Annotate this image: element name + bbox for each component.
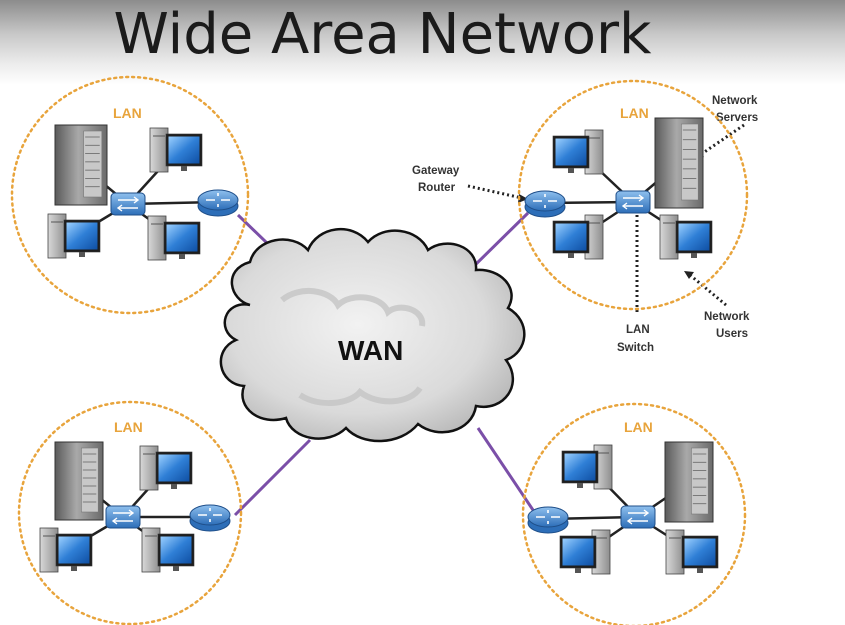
- annotation-network-users-line2: Users: [716, 328, 748, 340]
- annotation-network-servers-line1: Network: [712, 95, 758, 107]
- annotation-network-users-line1: Network: [704, 311, 750, 323]
- pointer-network-servers: [699, 123, 745, 157]
- workstation-icon: [141, 527, 195, 573]
- annotations: Network Servers Gateway Router LAN Switc…: [412, 95, 758, 354]
- annotation-lan-switch-line1: LAN: [626, 324, 650, 336]
- lan-switch-icon: [615, 190, 651, 214]
- annotation-lan-switch-line2: Switch: [617, 342, 654, 354]
- lan-switch-icon: [620, 505, 656, 529]
- server-icon: [54, 124, 108, 206]
- annotation-pointers: [467, 123, 745, 312]
- workstation-icon: [149, 127, 203, 173]
- wan-link-bottom-left: [233, 438, 312, 517]
- wan-cloud: WAN: [219, 228, 526, 443]
- wan-link-bottom-right: [476, 427, 537, 514]
- gateway-router-icon: [197, 189, 239, 217]
- cloud-shading: [298, 386, 423, 407]
- gateway-router-icon: [527, 506, 569, 534]
- lan-boundary: [517, 79, 749, 311]
- lan-groups: LAN LAN LAN LAN: [10, 75, 749, 625]
- gateway-router-icon: [189, 504, 231, 532]
- lan-group: LAN: [521, 402, 747, 625]
- lan-boundary: [521, 402, 747, 625]
- workstation-icon: [47, 213, 101, 259]
- workstation-icon: [665, 529, 719, 575]
- lan-group: LAN: [10, 75, 250, 315]
- gateway-router-icon: [524, 190, 566, 218]
- annotation-network-servers-line2: Servers: [716, 112, 758, 124]
- lan-switch-icon: [105, 505, 141, 529]
- lan-group: LAN: [17, 400, 243, 625]
- cloud-shading: [280, 287, 426, 327]
- arrowhead-gateway: [518, 194, 528, 203]
- workstation-icon: [552, 129, 604, 175]
- server-icon: [664, 441, 714, 523]
- workstation-icon: [552, 214, 604, 260]
- workstation-icon: [659, 214, 713, 260]
- workstation-icon: [139, 445, 193, 491]
- workstation-icon: [559, 529, 611, 575]
- workstation-icon: [147, 215, 201, 261]
- workstation-icon: [561, 444, 613, 490]
- pointer-gateway-router: [467, 184, 523, 200]
- wan-label: WAN: [338, 335, 403, 366]
- lan-group: LAN: [517, 79, 749, 311]
- annotation-gateway-router-line1: Gateway: [412, 165, 460, 177]
- lan-label: LAN: [114, 419, 143, 435]
- server-icon: [654, 117, 704, 209]
- lan-boundary: [17, 400, 243, 625]
- annotation-gateway-router-line2: Router: [418, 182, 456, 194]
- lan-boundary: [10, 75, 250, 315]
- lan-switch-icon: [110, 192, 146, 216]
- slide-title: Wide Area Network: [113, 2, 652, 67]
- wan-link-top-right: [470, 211, 530, 270]
- workstation-icon: [39, 527, 93, 573]
- cloud-shape: [219, 228, 526, 443]
- lan-label: LAN: [624, 419, 653, 435]
- server-icon: [54, 441, 104, 521]
- title-bar: [0, 0, 845, 85]
- lan-label: LAN: [113, 105, 142, 121]
- arrowhead-users: [684, 271, 694, 279]
- lan-label: LAN: [620, 105, 649, 121]
